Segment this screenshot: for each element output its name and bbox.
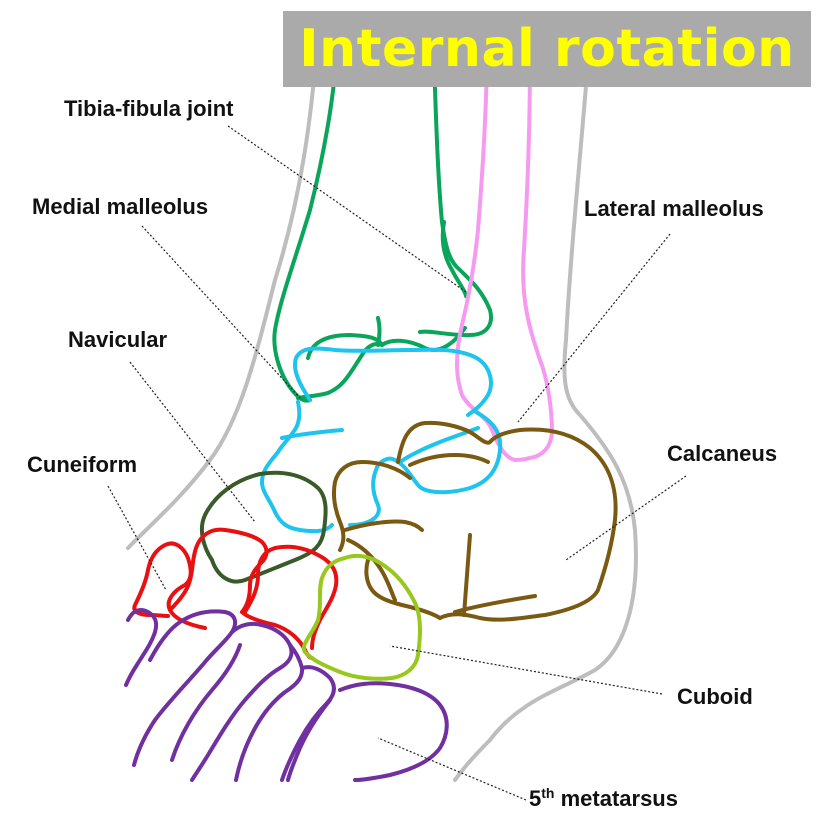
talus-neck	[280, 428, 344, 440]
metatarsal-5b	[286, 698, 332, 782]
skin-outline	[126, 28, 638, 782]
leader-medial-malleolus	[141, 225, 303, 401]
leader-lateral-malleolus	[517, 233, 671, 423]
tibia	[272, 28, 493, 403]
metatarsal-4	[280, 665, 336, 782]
fibula-medial-edge	[455, 58, 517, 462]
tibia-lateral-edge-inner	[440, 220, 468, 298]
calcaneus-cuboid-facet	[346, 538, 397, 602]
label-calcaneus: Calcaneus	[667, 441, 778, 466]
label-tibia-fibula-joint: Tibia-fibula joint	[64, 96, 234, 121]
calcaneus-inner	[343, 519, 424, 532]
calcaneus-outline	[396, 420, 618, 622]
label-5th-metatarsus-number: 5	[529, 786, 542, 811]
calcaneus-sustentaculum	[364, 558, 442, 620]
talus	[260, 346, 503, 534]
leader-tibia-fibula-joint	[227, 125, 467, 293]
tibia-medial-tip	[296, 341, 384, 400]
fibula	[455, 58, 554, 462]
tibia-notch	[376, 316, 382, 347]
cuneiform-medial	[132, 541, 207, 630]
label-medial-malleolus: Medial malleolus	[32, 194, 209, 219]
talus-body-lower	[348, 410, 503, 527]
metatarsal-5	[338, 681, 449, 782]
label-5th-metatarsus-text: metatarsus	[554, 786, 678, 811]
cuneiform-lateral-lower	[240, 610, 314, 660]
calcaneus-plantar	[453, 594, 537, 614]
calcaneus	[331, 420, 618, 622]
label-5th-metatarsus: 5th metatarsus	[529, 785, 678, 812]
metatarsal-2	[190, 621, 294, 782]
cuboid	[301, 553, 422, 681]
label-navicular: Navicular	[68, 327, 168, 352]
leader-cuboid	[389, 645, 663, 695]
calcaneus-anterior	[331, 460, 412, 552]
leader-lines	[107, 125, 687, 801]
metatarsal-2b	[170, 643, 242, 762]
calcaneus-tuber	[408, 453, 490, 467]
label-5th-metatarsus-suffix: th	[541, 785, 555, 801]
leader-5th-metatarsus	[377, 737, 527, 801]
metatarsals	[124, 608, 449, 782]
metatarsal-1	[124, 608, 159, 687]
title-banner: Internal rotation	[283, 11, 811, 87]
cuboid-outline	[301, 553, 422, 681]
leader-navicular	[129, 361, 256, 523]
label-cuneiform: Cuneiform	[27, 452, 137, 477]
calcaneus-groove	[462, 533, 472, 617]
cuneiform-intermediate	[168, 527, 269, 614]
label-lateral-malleolus: Lateral malleolus	[584, 196, 764, 221]
metatarsal-3	[234, 643, 305, 782]
metatarsal-1b	[132, 609, 238, 767]
skin-outline-lateral	[453, 60, 638, 782]
leader-calcaneus	[565, 475, 687, 561]
tibia-lateral-edge	[418, 58, 493, 338]
diagram-title: Internal rotation	[299, 19, 795, 79]
label-cuboid: Cuboid	[677, 684, 753, 709]
talus-outline	[293, 346, 493, 417]
tibia-medial-edge	[272, 28, 340, 403]
talus-head	[260, 400, 334, 534]
fibula-lateral-edge	[513, 58, 554, 462]
